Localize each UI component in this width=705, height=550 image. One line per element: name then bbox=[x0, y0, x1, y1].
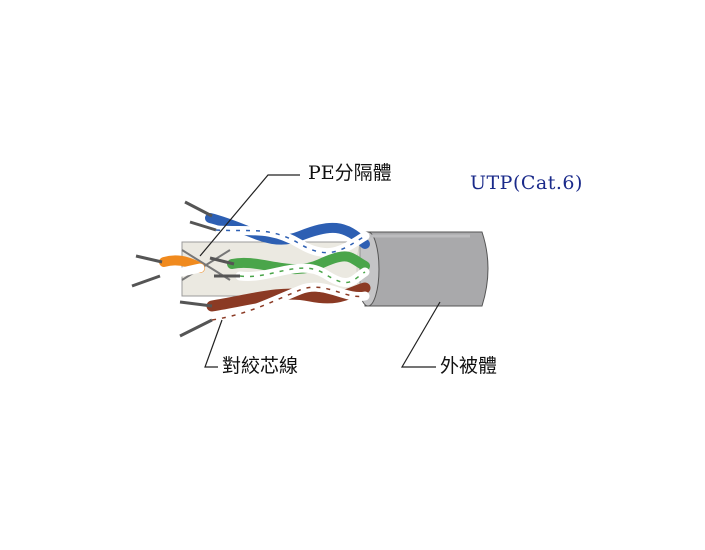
twisted-pair-label: 對絞芯線 bbox=[222, 355, 299, 377]
outer-jacket-leader bbox=[400, 301, 441, 368]
pe-separator-leader bbox=[199, 174, 300, 257]
outer-jacket-label: 外被體 bbox=[440, 355, 498, 377]
pe-separator-label: PE分隔體 bbox=[308, 162, 392, 184]
leader-lines bbox=[199, 174, 441, 368]
brown-pair bbox=[179, 282, 371, 338]
outer-jacket bbox=[356, 231, 489, 307]
blue-pair bbox=[184, 200, 370, 258]
twisted-pair-leader bbox=[204, 319, 223, 368]
orange-pair bbox=[131, 254, 205, 288]
green-pair bbox=[209, 251, 370, 287]
cable-type-label: UTP(Cat.6) bbox=[470, 172, 583, 194]
